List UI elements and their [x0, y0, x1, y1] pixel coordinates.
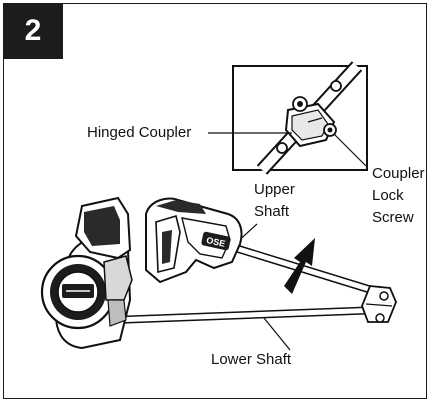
- label-coupler-lock-screw-line1: Coupler: [372, 165, 425, 182]
- handle-grip: OSE: [145, 197, 243, 284]
- engine-logo-text: OSE: [205, 235, 226, 249]
- step-number-badge: 2: [3, 3, 63, 59]
- label-upper-shaft-line1: Upper: [254, 181, 295, 198]
- label-coupler-lock-screw-line3: Screw: [372, 209, 414, 226]
- figure-frame: [3, 3, 427, 399]
- shaft-coupler-joint: [361, 285, 397, 323]
- zoom-inset: [208, 61, 368, 175]
- label-lower-shaft: Lower Shaft: [211, 351, 292, 368]
- label-upper-shaft-line2: Shaft: [254, 203, 290, 220]
- fold-direction-arrow: [284, 238, 315, 294]
- inset-coupler: [284, 96, 336, 148]
- lower-shaft: [113, 306, 381, 351]
- label-coupler-lock-screw-line2: Lock: [372, 187, 404, 204]
- engine-housing: [40, 196, 133, 350]
- inset-lock-screw: [323, 123, 337, 137]
- label-hinged-coupler: Hinged Coupler: [87, 124, 192, 141]
